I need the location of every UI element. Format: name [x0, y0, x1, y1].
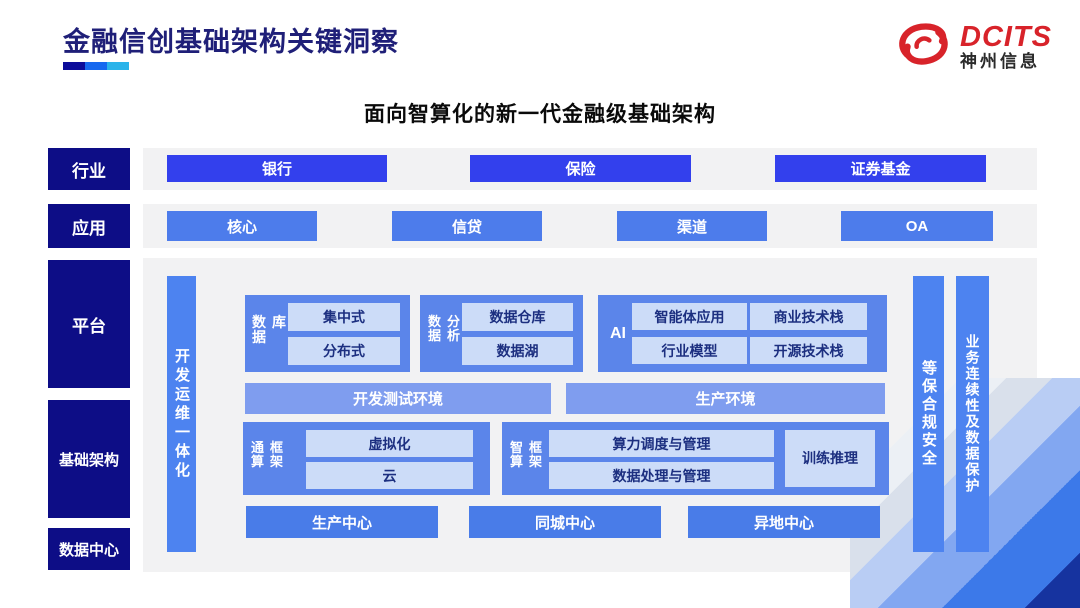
ai-group-label: AI [610, 324, 626, 342]
intelligent-framework-label: 智算框架 [508, 440, 542, 469]
layer-label-datacenter: 数据中心 [48, 528, 130, 570]
layer-label-platform: 平台 [48, 260, 130, 388]
application-row: 核心 信贷 渠道 OA [143, 204, 1037, 248]
chip-cloud: 云 [306, 462, 473, 489]
devops-bar-label: 开发运维一体化 [173, 347, 190, 481]
chip-data-lake: 数据湖 [462, 337, 573, 365]
chip-agent-apps: 智能体应用 [632, 303, 747, 330]
samecity-center: 同城中心 [469, 506, 661, 538]
dev-test-environment-bar: 开发测试环境 [245, 383, 551, 414]
layer-label-industry: 行业 [48, 148, 130, 190]
security-bar-label: 等保合规安全 [920, 360, 937, 468]
devops-bar: 开发运维一体化 [167, 276, 196, 552]
remote-center: 异地中心 [688, 506, 880, 538]
chip-distributed: 分布式 [288, 337, 400, 365]
chip-virtualization: 虚拟化 [306, 430, 473, 457]
industry-item-bank: 银行 [167, 155, 387, 182]
general-compute-framework-group: 通算框架 虚拟化 云 [243, 422, 490, 495]
industry-item-insurance: 保险 [470, 155, 691, 182]
industry-row: 银行 保险 证券基金 [143, 148, 1037, 190]
general-framework-label: 通算框架 [249, 440, 283, 469]
page-title: 金融信创基础架构关键洞察 [63, 27, 399, 57]
application-item-credit: 信贷 [392, 211, 542, 241]
layer-label-infrastructure: 基础架构 [48, 400, 130, 518]
underline-segment-blue [85, 62, 107, 70]
business-continuity-bar: 业务连续性及数据保护 [956, 276, 989, 552]
production-environment-bar: 生产环境 [566, 383, 885, 414]
database-group-label: 数据库 [251, 314, 287, 345]
underline-segment-cyan [107, 62, 129, 70]
industry-item-securities: 证券基金 [775, 155, 986, 182]
application-item-core: 核心 [167, 211, 317, 241]
security-compliance-bar: 等保合规安全 [913, 276, 944, 552]
layer-label-application: 应用 [48, 204, 130, 248]
logo-company-name: 神州信息 [960, 51, 1040, 71]
underline-segment-dark [63, 62, 85, 70]
chip-compute-scheduling: 算力调度与管理 [549, 430, 774, 457]
application-item-channel: 渠道 [617, 211, 767, 241]
chip-data-warehouse: 数据仓库 [462, 303, 573, 331]
ai-group: AI 智能体应用 商业技术栈 行业模型 开源技术栈 [598, 295, 887, 372]
logo-swirl-icon [894, 18, 952, 75]
chip-opensource-stack: 开源技术栈 [750, 337, 867, 364]
title-underline [63, 62, 129, 70]
chip-industry-models: 行业模型 [632, 337, 747, 364]
database-group: 数据库 集中式 分布式 [245, 295, 410, 372]
chip-centralized: 集中式 [288, 303, 400, 331]
analytics-group: 数据分析 数据仓库 数据湖 [420, 295, 583, 372]
application-item-oa: OA [841, 211, 993, 241]
company-logo: DCITS 神州信息 [894, 18, 1052, 75]
logo-brand: DCITS [960, 21, 1052, 54]
analytics-group-label: 数据分析 [426, 314, 460, 343]
intelligent-compute-framework-group: 智算框架 算力调度与管理 数据处理与管理 训练推理 [502, 422, 889, 495]
chip-commercial-stack: 商业技术栈 [750, 303, 867, 330]
chip-data-processing: 数据处理与管理 [549, 462, 774, 489]
production-center: 生产中心 [246, 506, 438, 538]
chip-training-inference: 训练推理 [785, 430, 875, 487]
continuity-bar-label: 业务连续性及数据保护 [964, 334, 981, 494]
slide-subtitle: 面向智算化的新一代金融级基础架构 [364, 103, 716, 126]
